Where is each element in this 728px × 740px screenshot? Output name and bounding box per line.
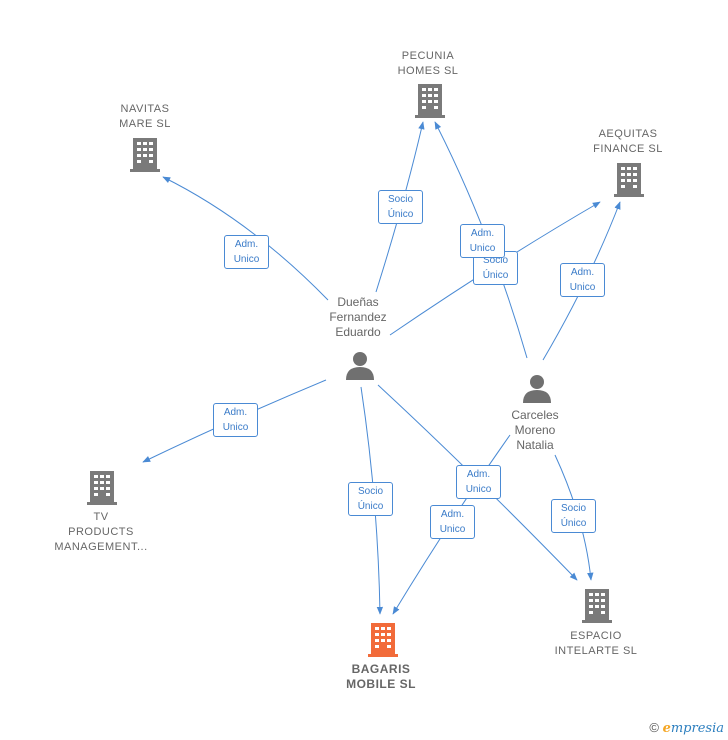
relation-badge-adm-unico: Adm. Unico [430,505,475,539]
building-icon [415,84,445,118]
copyright-symbol: © [649,720,659,735]
company-label-pecunia[interactable]: PECUNIA HOMES SL [397,50,459,77]
relation-badge-socio-unico: Socio Único [378,190,423,224]
company-label-navitas[interactable]: NAVITAS MARE SL [119,103,171,130]
company-label-aequitas[interactable]: AEQUITAS FINANCE SL [593,128,663,155]
relation-badge-adm-unico: Adm. Unico [460,224,505,258]
relation-badge-adm-unico: Adm. Unico [560,263,605,297]
person-label-duenas[interactable]: Dueñas Fernandez Eduardo [329,295,387,339]
relation-badge-adm-unico: Adm. Unico [224,235,269,269]
building-icon [614,163,644,197]
building-icon [130,138,160,172]
relation-badge-adm-unico: Adm. Unico [456,465,501,499]
relation-badge-adm-unico: Adm. Unico [213,403,258,437]
building-icon-focus [368,623,398,657]
company-label-espacio[interactable]: ESPACIO INTELARTE SL [554,630,638,657]
building-icon [87,471,117,505]
person-icon [346,352,374,380]
relation-badge-socio-unico: Socio Único [551,499,596,533]
brand-logo: empresia [662,721,724,736]
person-label-carceles[interactable]: Carceles Moreno Natalia [511,408,559,452]
edge-duenas-navitas [162,176,329,301]
building-icon [582,589,612,623]
company-label-tv[interactable]: TV PRODUCTS MANAGEMENT... [54,511,148,553]
relation-badge-socio-unico: Socio Único [348,482,393,516]
footer-watermark: © empresia [649,720,724,736]
person-icon [523,375,551,403]
company-label-bagaris[interactable]: BAGARIS MOBILE SL [346,662,416,691]
